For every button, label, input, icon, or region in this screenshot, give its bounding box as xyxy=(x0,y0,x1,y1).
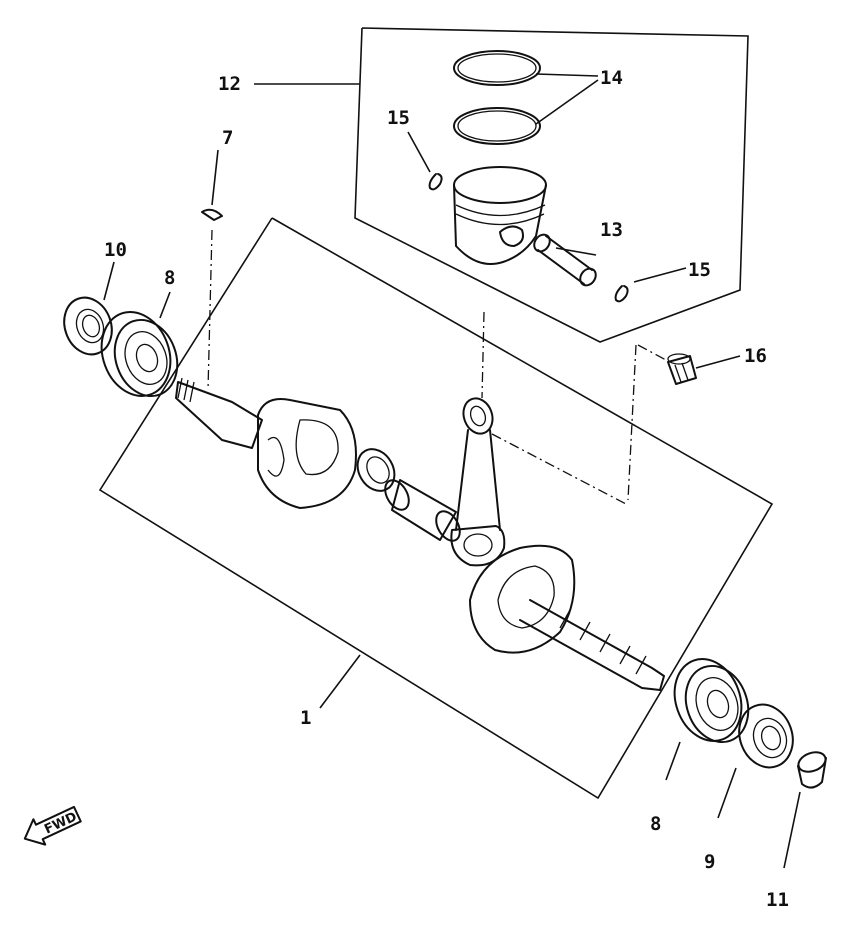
label-part-7: 7 xyxy=(222,127,233,149)
piston-ring-lower xyxy=(453,107,541,145)
circlip-lower xyxy=(614,285,629,303)
assembly-guide-lines xyxy=(207,229,667,506)
oil-seal-right xyxy=(738,703,794,769)
bearing-right xyxy=(673,658,750,744)
collar xyxy=(797,751,827,789)
label-part-12: 12 xyxy=(218,73,241,95)
part-labels: 12 14 15 13 15 7 10 8 16 1 8 9 11 xyxy=(104,67,789,911)
crankshaft-left-half xyxy=(175,377,357,509)
piston-ring-upper xyxy=(453,50,541,86)
label-part-10: 10 xyxy=(104,239,127,261)
circlip-upper xyxy=(428,173,443,191)
label-part-16: 16 xyxy=(744,345,767,367)
bearing-left xyxy=(100,311,179,398)
woodruff-key xyxy=(201,208,223,221)
label-part-13: 13 xyxy=(600,219,623,241)
label-part-11: 11 xyxy=(766,889,789,911)
big-end-bearing xyxy=(356,448,396,492)
connecting-rod xyxy=(450,397,506,567)
piston-group-frame xyxy=(354,27,749,343)
forward-direction-marker: FWD xyxy=(23,805,82,846)
label-part-1: 1 xyxy=(300,707,311,729)
label-part-15-upper: 15 xyxy=(387,107,410,129)
label-part-8-right: 8 xyxy=(650,813,661,835)
label-part-9: 9 xyxy=(704,851,715,873)
label-part-8-left: 8 xyxy=(164,267,175,289)
crank-pin xyxy=(384,479,461,542)
label-part-15-lower: 15 xyxy=(688,259,711,281)
crankshaft-assembly-frame xyxy=(98,217,774,800)
piston xyxy=(453,166,547,265)
crankshaft-right-half xyxy=(469,544,665,691)
label-part-14: 14 xyxy=(600,67,623,89)
oil-seal-left xyxy=(63,296,113,356)
piston-pin xyxy=(533,233,597,287)
small-end-bearing xyxy=(667,353,697,385)
leader-lines xyxy=(103,73,801,869)
